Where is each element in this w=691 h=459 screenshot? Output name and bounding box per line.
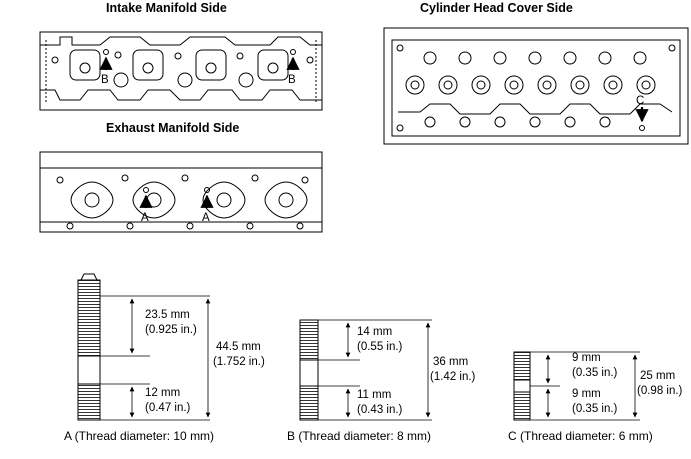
stud-c-caption: C (Thread diameter: 6 mm)	[508, 429, 653, 443]
stud-c-dimension-lines	[530, 351, 640, 421]
stud-a-total-mm: 44.5 mm	[216, 341, 261, 353]
stud-a-lower-in: (0.47 in.)	[145, 402, 191, 414]
intake-marker-label-1: B	[101, 74, 109, 86]
stud-b-upper-in: (0.55 in.)	[357, 341, 403, 353]
stud-a-upper-in: (0.925 in.)	[145, 324, 197, 336]
stud-c-drawing	[513, 351, 531, 421]
stud-b-dimension-lines	[318, 319, 432, 421]
exhaust-view-title: Exhaust Manifold Side	[106, 121, 240, 135]
stud-b-total-in: (1.42 in.)	[430, 371, 476, 383]
stud-a-total-in: (1.752 in.)	[213, 356, 265, 368]
stud-a-upper-mm: 23.5 mm	[145, 309, 190, 321]
stud-c-upper-in: (0.35 in.)	[572, 367, 618, 379]
stud-b-upper-mm: 14 mm	[357, 326, 392, 338]
stud-b-lower-in: (0.43 in.)	[357, 404, 403, 416]
stud-b-drawing	[299, 319, 319, 421]
cylinder-head-cover-view	[383, 27, 689, 145]
stud-c-upper-mm: 9 mm	[572, 352, 601, 364]
stud-b-total-mm: 36 mm	[433, 356, 468, 368]
exhaust-marker-label-1: A	[141, 212, 149, 224]
stud-a-dimension-lines	[100, 295, 211, 421]
stud-b-lower-mm: 11 mm	[357, 389, 391, 401]
stud-c-total-in: (0.98 in.)	[637, 385, 683, 397]
exhaust-manifold-view	[39, 151, 323, 233]
stud-c-total-mm: 25 mm	[640, 370, 675, 382]
cover-view-title: Cylinder Head Cover Side	[420, 1, 573, 15]
intake-view-title: Intake Manifold Side	[106, 1, 227, 15]
stud-a-lower-mm: 12 mm	[145, 387, 180, 399]
stud-a-caption: A (Thread diameter: 10 mm)	[64, 429, 214, 443]
intake-marker-label-2: B	[288, 74, 296, 86]
cover-marker-label: C	[636, 95, 644, 107]
stud-b-caption: B (Thread diameter: 8 mm)	[287, 429, 431, 443]
intake-manifold-view	[39, 31, 323, 111]
stud-a-drawing	[77, 273, 101, 421]
stud-c-lower-mm: 9 mm	[572, 388, 601, 400]
stud-c-lower-in: (0.35 in.)	[572, 403, 618, 415]
exhaust-marker-label-2: A	[202, 212, 210, 224]
